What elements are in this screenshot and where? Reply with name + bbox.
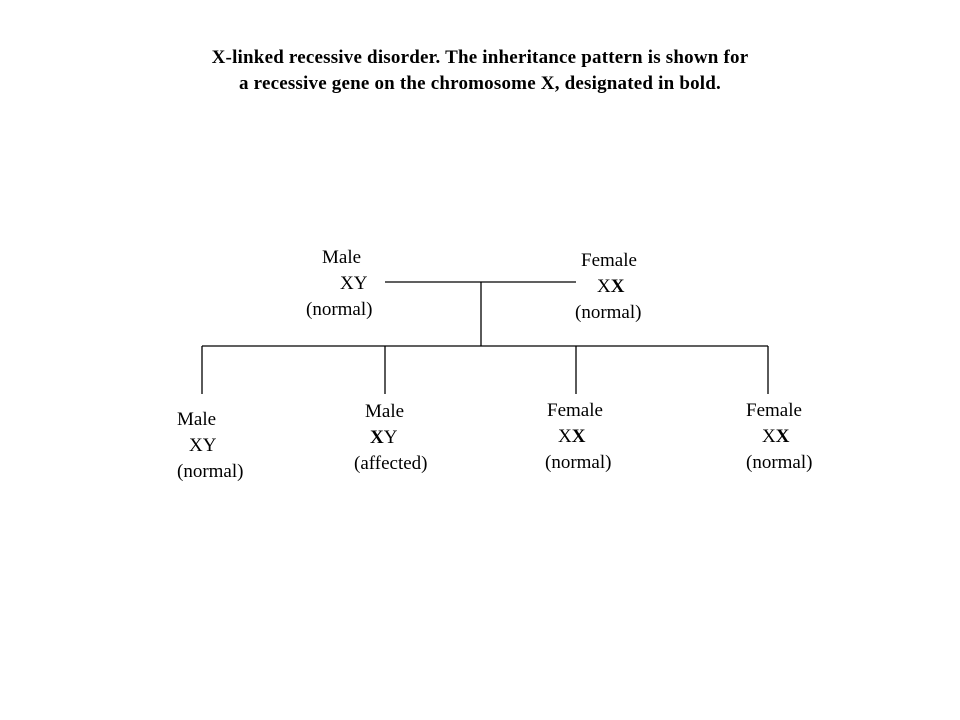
child-4-genotype: XX xyxy=(762,426,790,447)
child-3-node: Female XX (normal) xyxy=(545,398,611,476)
child-3-genotype: XX xyxy=(558,426,586,447)
child-1-genotype: XY xyxy=(189,435,217,456)
mother-genotype: XX xyxy=(597,276,625,297)
child-2-node: Male XY (affected) xyxy=(354,399,427,477)
child-1-status: (normal) xyxy=(177,461,244,482)
child-4-sex: Female xyxy=(746,400,802,421)
father-sex: Male xyxy=(322,247,362,268)
mother-status: (normal) xyxy=(575,302,642,323)
father-node: Male XY (normal) xyxy=(306,245,372,323)
child-3-sex: Female xyxy=(547,400,603,421)
child-1-node: Male XY (normal) xyxy=(177,407,243,485)
child-3-status: (normal) xyxy=(545,452,612,473)
child-4-node: Female XX (normal) xyxy=(746,398,812,476)
father-genotype: XY xyxy=(340,273,368,294)
child-2-genotype: XY xyxy=(370,427,398,448)
child-2-status: (affected) xyxy=(354,453,428,474)
mother-sex: Female xyxy=(581,250,637,271)
child-4-status: (normal) xyxy=(746,452,813,473)
father-status: (normal) xyxy=(306,299,373,320)
child-1-sex: Male xyxy=(177,409,217,430)
mother-node: Female XX (normal) xyxy=(575,248,641,326)
child-2-sex: Male xyxy=(365,401,405,422)
title-line-1: X-linked recessive disorder. The inherit… xyxy=(211,47,749,68)
diagram-title: X-linked recessive disorder. The inherit… xyxy=(0,45,960,97)
title-line-2: a recessive gene on the chromosome X, de… xyxy=(239,73,721,94)
